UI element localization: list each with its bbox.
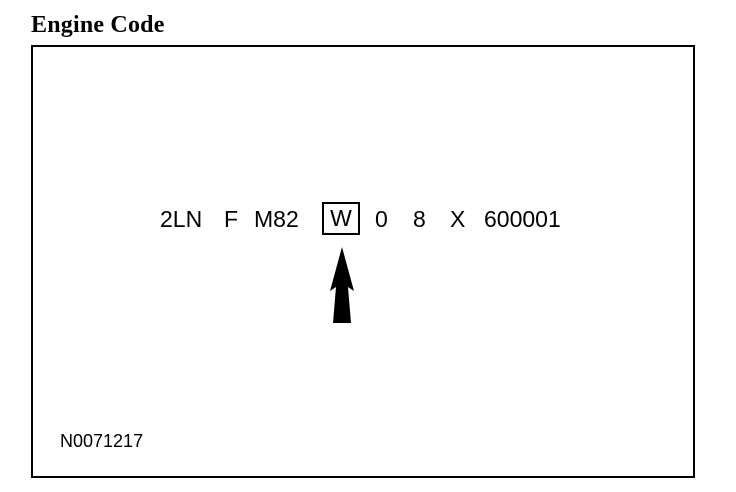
- code-segment-5: 8: [413, 206, 426, 232]
- arrow-up-icon: [330, 247, 354, 323]
- diagram-title: Engine Code: [31, 12, 165, 38]
- code-segment-fuel: F: [224, 206, 239, 232]
- code-segment-highlighted: W: [322, 202, 360, 235]
- code-segment-4: 0: [375, 206, 388, 232]
- code-segment-plant: 2LN: [160, 206, 203, 232]
- reference-number: N0071217: [60, 431, 144, 451]
- code-segment-serial: 600001: [484, 206, 561, 232]
- code-segment-6: X: [450, 206, 466, 232]
- code-segment-model: M82: [254, 206, 299, 232]
- diagram-frame: [31, 45, 695, 478]
